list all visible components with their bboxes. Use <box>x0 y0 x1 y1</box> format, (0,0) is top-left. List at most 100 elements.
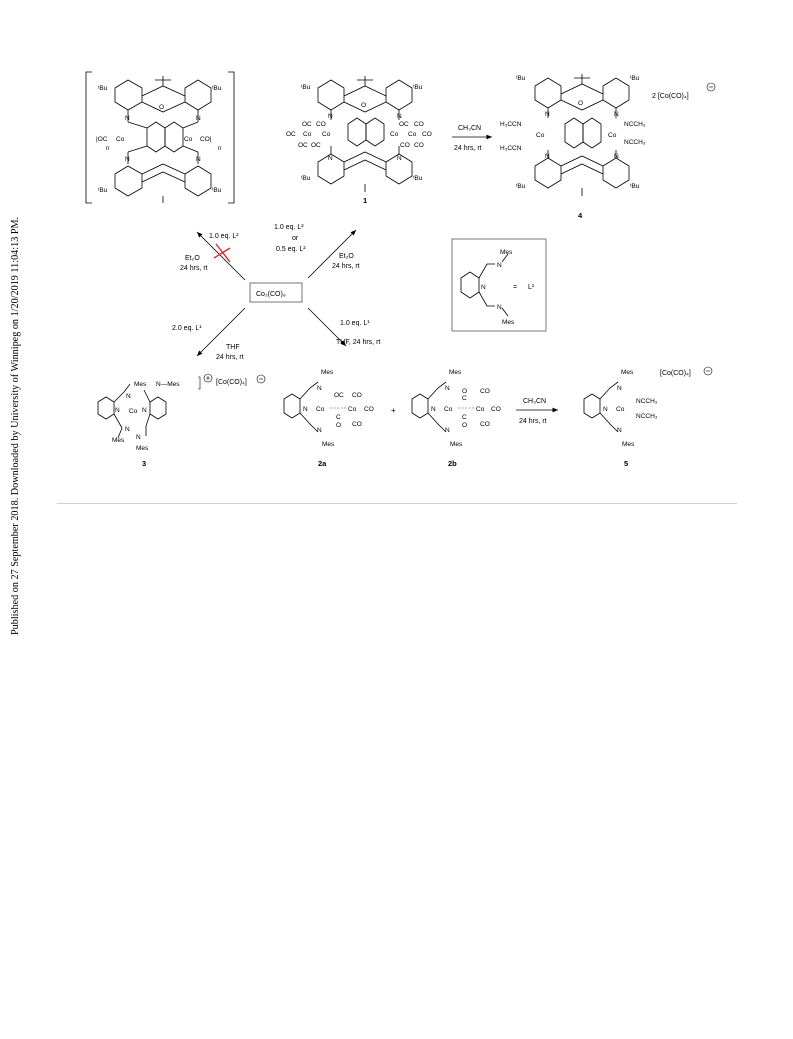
arrow-to-4-conditions: 24 hrs, rt <box>454 145 482 152</box>
arrow-bottom-right-conditions: THF, 24 hrs, rt <box>336 339 380 346</box>
mes-label: Mes <box>622 441 635 448</box>
co-atom: Co <box>408 131 417 138</box>
compound-3-counterion: [Co(CO)₄] <box>216 379 247 386</box>
ligand-n-top: N <box>497 262 502 269</box>
atom-n: N <box>614 153 619 160</box>
atom-o: O <box>159 104 164 111</box>
center-reagent-box <box>249 282 303 303</box>
carbonyl-label: CO <box>491 406 501 413</box>
atom-n: N <box>603 406 608 413</box>
arrow-bottom-right-reagent: 1.0 eq. L¹ <box>340 320 370 327</box>
carbonyl-label: CO <box>414 142 424 149</box>
co-atom: Co <box>129 408 138 415</box>
tbu-label: ᵗBu <box>98 187 108 194</box>
atom-o: O <box>361 102 366 109</box>
co-atom: Co <box>316 406 325 413</box>
atom-n: N <box>397 155 402 162</box>
positive-charge-icon <box>203 373 213 383</box>
atom-n: N <box>431 406 436 413</box>
co-atom: Co <box>390 131 399 138</box>
atom-n: N <box>397 113 402 120</box>
atom-n: N <box>614 111 619 118</box>
carbonyl-label: OC <box>298 142 308 149</box>
co-atom: Co <box>476 406 485 413</box>
atom-n: N <box>126 393 131 400</box>
arrow-to-5-solvent: CH₃CN <box>523 398 546 405</box>
ligand-n-bottom: N <box>497 304 502 311</box>
compound-3-structure <box>97 383 167 439</box>
ligand-l1-box <box>451 238 547 332</box>
polymer-subscript: n <box>218 146 221 152</box>
carbonyl-label: CO <box>422 131 432 138</box>
compound-4-counterion: 2 [Co(CO)₄] <box>652 93 689 100</box>
co-atom: Co <box>608 132 617 139</box>
co-atom: Co <box>303 131 312 138</box>
compound-2b-structure <box>411 381 476 433</box>
carbonyl-label: CO <box>400 142 410 149</box>
co-atom: Co <box>536 132 545 139</box>
tbu-label: ᵗBu <box>301 175 311 182</box>
carbonyl-label: CO <box>480 421 490 428</box>
atom-n: N <box>125 426 130 433</box>
tbu-label: ᵗBu <box>630 75 640 82</box>
ligand-label: NCCH₃ <box>624 121 646 128</box>
carbonyl-label: OC <box>334 392 344 399</box>
compound-2b-label: 2b <box>448 459 457 468</box>
atom-o: O <box>462 388 467 395</box>
atom-c: C <box>462 395 467 402</box>
arrow-top-right-reagent1: 1.0 eq. L² <box>274 224 304 231</box>
divider-line <box>57 503 737 504</box>
plus-sign: + <box>391 406 396 415</box>
arrow-top-left <box>196 231 246 281</box>
center-reagent: Co₂(CO)₈ <box>256 291 286 298</box>
negative-charge-icon <box>703 366 713 376</box>
compound-1-structure <box>317 76 413 192</box>
atom-o: O <box>578 100 583 107</box>
atom-n: N <box>545 111 550 118</box>
ligand-label: NCCH₃ <box>636 413 658 420</box>
atom-n: N <box>196 156 201 163</box>
failed-reaction-cross-icon <box>213 243 231 263</box>
atom-c: C <box>336 414 341 421</box>
compound-2a-label: 2a <box>318 459 327 468</box>
ligand-label: H₃CCN <box>500 121 522 128</box>
tbu-label: ᵗBu <box>413 84 423 91</box>
carbonyl-label: CO <box>316 121 326 128</box>
atom-n: N <box>617 427 622 434</box>
carbonyl-label: OC <box>286 131 296 138</box>
co-label: CO| <box>200 136 212 143</box>
mes-label: Mes <box>449 369 462 376</box>
atom-n: N <box>617 385 622 392</box>
carbonyl-label: OC <box>311 142 321 149</box>
ligand-n-ring: N <box>481 284 486 291</box>
mes-label: Mes <box>134 381 147 388</box>
co-atom: Co <box>116 136 125 143</box>
tbu-label: ᵗBu <box>98 85 108 92</box>
polymer-structure <box>85 71 235 204</box>
atom-n: N <box>445 385 450 392</box>
arrow-top-right-or: or <box>292 235 299 242</box>
carbonyl-label: CO <box>480 388 490 395</box>
tbu-label: ᵗBu <box>516 183 526 190</box>
compound-5-structure <box>583 381 619 433</box>
arrow-bottom-right <box>307 307 347 347</box>
negative-charge-icon <box>706 82 716 92</box>
atom-n: N <box>328 113 333 120</box>
tbu-label: ᵗBu <box>630 183 640 190</box>
tbu-label: ᵗBu <box>516 75 526 82</box>
mes-label: Mes <box>322 441 335 448</box>
co-atom: Co <box>444 406 453 413</box>
ligand-label: NCCH₃ <box>636 398 658 405</box>
n-mes-label: N—Mes <box>156 381 180 388</box>
ligand-mes-top: Mes <box>500 249 513 256</box>
carbonyl-label: OC <box>302 121 312 128</box>
compound-5-counterion: [Co(CO)₄] <box>660 370 691 377</box>
tbu-label: ᵗBu <box>301 84 311 91</box>
tbu-label: ᵗBu <box>413 175 423 182</box>
atom-n: N <box>125 115 130 122</box>
atom-n: N <box>545 153 550 160</box>
compound-1-label: 1 <box>363 196 367 205</box>
carbonyl-label: CO <box>364 406 374 413</box>
mes-label: Mes <box>136 445 149 452</box>
carbonyl-label: OC <box>399 121 409 128</box>
